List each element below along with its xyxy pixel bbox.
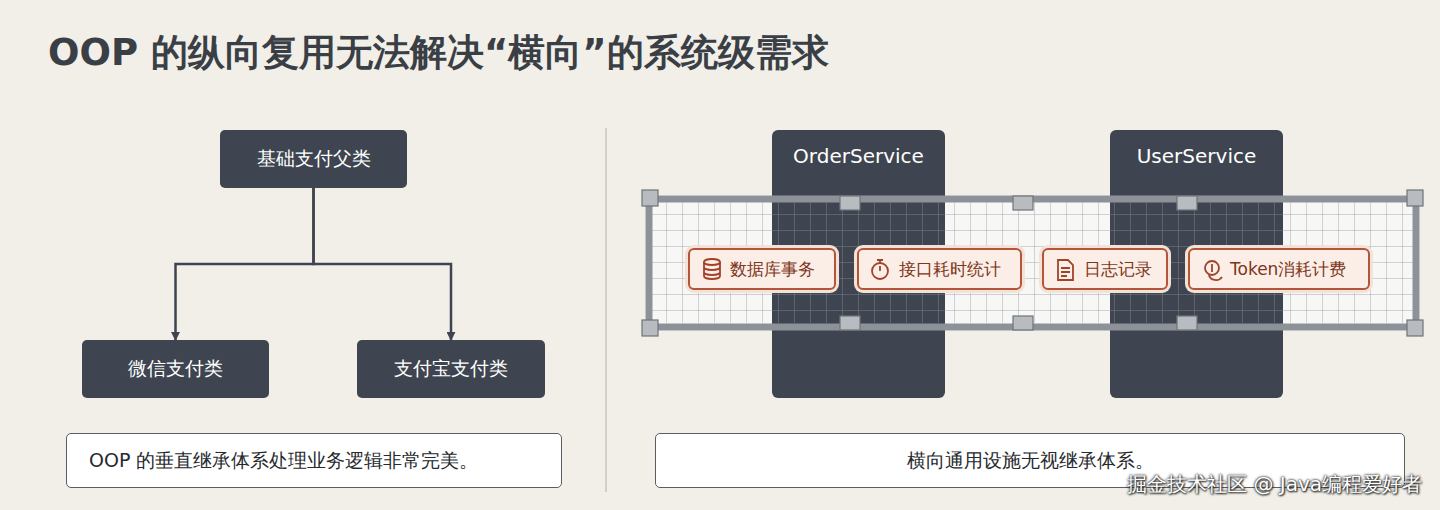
grid-mesh xyxy=(651,203,1414,323)
class-box: 基础支付父类 xyxy=(220,130,407,188)
node-text: 支付宝支付类 xyxy=(394,356,508,382)
grid-band xyxy=(645,195,1420,331)
node-text: OrderService xyxy=(793,144,924,168)
inheritance-arrow xyxy=(314,188,452,340)
node-text: UserService xyxy=(1137,144,1257,168)
divider xyxy=(605,128,607,492)
aspect-tag: 接口耗时统计 xyxy=(857,248,1022,290)
node-text: 横向通用设施无视继承体系。 xyxy=(907,448,1154,474)
inheritance-arrow xyxy=(176,188,314,340)
class-box: 微信支付类 xyxy=(82,340,269,398)
watermark: 掘金技术社区 @ Java编程爱好者 xyxy=(1127,471,1422,498)
class-box: 支付宝支付类 xyxy=(357,340,545,398)
node-text: Token消耗计费 xyxy=(1230,258,1346,281)
aspect-tag: 数据库事务 xyxy=(688,248,836,290)
title: OOP 的纵向复用无法解决“横向”的系统级需求 xyxy=(48,28,829,78)
frame-rails xyxy=(649,199,1416,327)
node-text: 日志记录 xyxy=(1084,258,1152,281)
node-text: 基础支付父类 xyxy=(257,146,371,172)
node-text: 数据库事务 xyxy=(730,258,815,281)
caption-box: OOP 的垂直继承体系处理业务逻辑非常完美。 xyxy=(66,433,562,488)
node-text: 微信支付类 xyxy=(128,356,223,382)
frame-brackets xyxy=(642,190,1423,336)
node-text: OOP 的垂直继承体系处理业务逻辑非常完美。 xyxy=(89,448,478,474)
aspect-tag: Token消耗计费 xyxy=(1188,248,1370,290)
node-text: 接口耗时统计 xyxy=(899,258,1001,281)
aspect-tag: 日志记录 xyxy=(1042,248,1168,290)
